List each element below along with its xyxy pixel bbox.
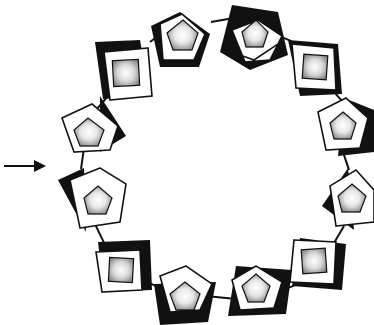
square-unit-upper-right — [288, 40, 342, 96]
pentagon-unit-left-upper — [62, 96, 126, 152]
pentagon-unit-left-lower — [58, 168, 126, 232]
pentagon-unit-right-upper — [318, 98, 374, 156]
pentagon-unit-bottom-left — [154, 266, 216, 325]
pentagon-unit-top-left — [151, 12, 210, 67]
pointer-arrow — [4, 160, 46, 172]
square-unit-lower-left — [96, 240, 152, 292]
pentagon-unit-right-lower — [322, 168, 374, 230]
square-unit-upper-left — [95, 40, 152, 100]
pentagon-unit-top-right — [220, 5, 288, 70]
square-unit-lower-right — [290, 238, 346, 290]
pentagon-unit-bottom-right — [228, 266, 292, 316]
